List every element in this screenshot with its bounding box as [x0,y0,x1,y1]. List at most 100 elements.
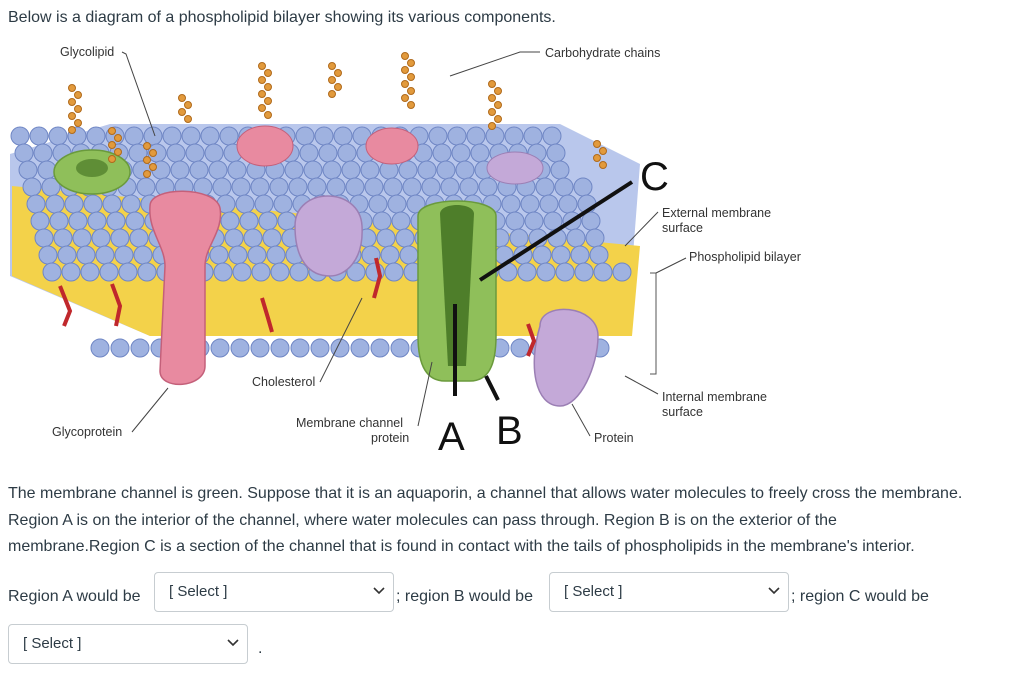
sugar-unit [329,91,336,98]
phospholipid-head [338,144,356,162]
label-cholesterol: Cholesterol [252,375,315,389]
phospholipid-head [251,339,269,357]
phospholipid-head [594,263,612,281]
phospholipid-head [351,339,369,357]
phospholipid-head [300,144,318,162]
phospholipid-head [575,263,593,281]
phospholipid-head [190,161,208,179]
sugar-unit [600,162,607,169]
pink-protein-top-2 [366,128,418,164]
phospholipid-head [422,178,440,196]
phospholipid-head [233,263,251,281]
phospholipid-head [371,339,389,357]
sugar-unit [69,127,76,134]
phospholipid-head [385,263,403,281]
label-phospholipid-bilayer: Phospholipid bilayer [689,250,801,264]
phospholipid-head [213,178,231,196]
bilayer-diagram: Glycolipid Carbohydrate chains External … [0,36,830,456]
sugar-unit [109,128,116,135]
phospholipid-head [46,195,64,213]
phospholipid-head [586,229,604,247]
phospholipid-head [479,178,497,196]
phospholipid-head [456,161,474,179]
phospholipid-head [552,246,570,264]
sugar-unit [600,148,607,155]
phospholipid-head [11,127,29,145]
region-c-select[interactable]: [ Select ] [8,624,248,664]
region-c-label: C [640,155,669,199]
region-b-select[interactable]: [ Select ] [549,572,789,612]
phospholipid-head [119,263,137,281]
phospholipid-head [403,178,421,196]
phospholipid-head [211,339,229,357]
phospholipid-head [88,212,106,230]
sugar-unit [179,95,186,102]
sugar-unit [265,98,272,105]
sugar-unit [489,81,496,88]
phospholipid-head [291,339,309,357]
phospholipid-head [107,212,125,230]
phospholipid-head [77,246,95,264]
phospholipid-head [285,161,303,179]
sugar-unit [259,77,266,84]
phospholipid-head [111,229,129,247]
phospholipid-head [471,144,489,162]
phospholipid-head [543,127,561,145]
phospholipid-head [518,263,536,281]
phospholipid-head [34,144,52,162]
phospholipid-head [556,263,574,281]
region-a-select-value: [ Select ] [169,583,227,600]
phospholipid-head [91,339,109,357]
sugar-unit [402,81,409,88]
phospholipid-head [115,246,133,264]
phospholipid-head [540,195,558,213]
sugar-unit [69,113,76,120]
phospholipid-head [225,229,243,247]
pink-protein-top [237,126,293,166]
phospholipid-head [182,127,200,145]
sugar-unit [265,70,272,77]
chevron-down-icon [373,587,385,595]
phospholipid-head [555,178,573,196]
phospholipid-head [467,127,485,145]
phospholipid-head [27,195,45,213]
phospholipid-head [236,195,254,213]
phospholipid-head [240,212,258,230]
sugar-unit [75,106,82,113]
region-b-select-value: [ Select ] [564,583,622,600]
phospholipid-head [125,127,143,145]
sugar-unit [144,171,151,178]
sugar-unit [259,63,266,70]
sugar-unit [495,102,502,109]
label-external-surface-1: External membrane [662,206,771,220]
sugar-unit [402,95,409,102]
sugar-unit [69,85,76,92]
sugar-unit [329,77,336,84]
phospholipid-head [58,246,76,264]
phospholipid-head [384,178,402,196]
region-b-prompt: ; region B would be [396,588,533,606]
label-glycolipid: Glycolipid [60,45,114,59]
region-c-select-value: [ Select ] [23,635,81,652]
region-a-select[interactable]: [ Select ] [154,572,394,612]
sugar-unit [408,74,415,81]
sugar-unit [109,142,116,149]
sugar-unit [265,112,272,119]
phospholipid-head [65,195,83,213]
phospholipid-head [311,339,329,357]
phospholipid-head [167,144,185,162]
phospholipid-head [201,127,219,145]
sugar-unit [144,157,151,164]
phospholipid-head [437,161,455,179]
label-glycoprotein: Glycoprotein [52,425,122,439]
phospholipid-head [209,161,227,179]
phospholipid-head [248,246,266,264]
phospholipid-head [244,229,262,247]
bilayer-bracket [650,273,656,374]
phospholipid-head [315,127,333,145]
phospholipid-head [342,161,360,179]
phospholipid-head [486,127,504,145]
sugar-unit [259,105,266,112]
phospholipid-head [533,246,551,264]
region-c-prompt: ; region C would be [791,588,929,606]
